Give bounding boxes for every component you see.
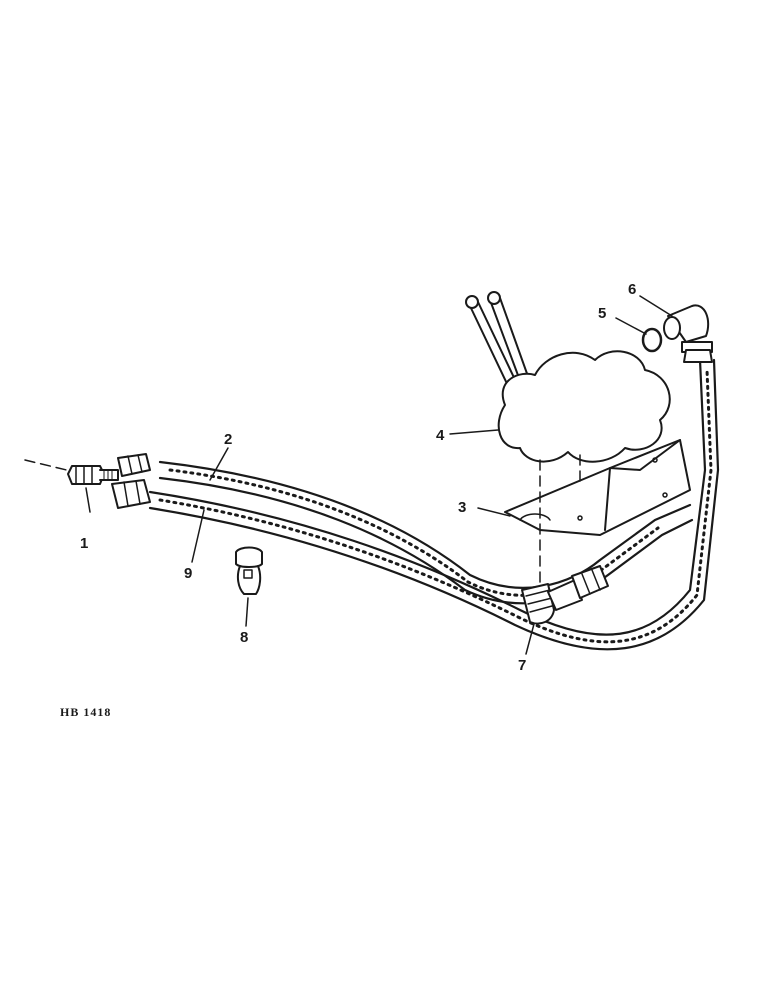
callout-2: 2 bbox=[224, 431, 232, 448]
callout-3: 3 bbox=[458, 499, 466, 516]
hose-9 bbox=[148, 358, 720, 651]
callout-labels: 1 2 3 4 5 6 7 8 9 bbox=[80, 281, 636, 674]
callout-9: 9 bbox=[184, 565, 192, 582]
elbow-fitting-7 bbox=[521, 565, 609, 625]
callout-6: 6 bbox=[628, 281, 636, 298]
callout-7: 7 bbox=[518, 657, 526, 674]
callout-4: 4 bbox=[436, 427, 445, 444]
o-ring-5 bbox=[641, 327, 663, 353]
control-valve-4 bbox=[465, 291, 671, 463]
hose-end-fittings-left bbox=[111, 453, 151, 509]
fitting-1 bbox=[24, 459, 119, 485]
elbow-fitting-6 bbox=[663, 304, 713, 363]
bracket-3 bbox=[504, 439, 691, 591]
callout-5: 5 bbox=[598, 305, 606, 322]
callout-1: 1 bbox=[80, 535, 88, 552]
leader-lines bbox=[85, 295, 673, 655]
clamp-8 bbox=[235, 546, 263, 595]
figure-id: HB 1418 bbox=[60, 705, 111, 719]
callout-8: 8 bbox=[240, 629, 248, 646]
